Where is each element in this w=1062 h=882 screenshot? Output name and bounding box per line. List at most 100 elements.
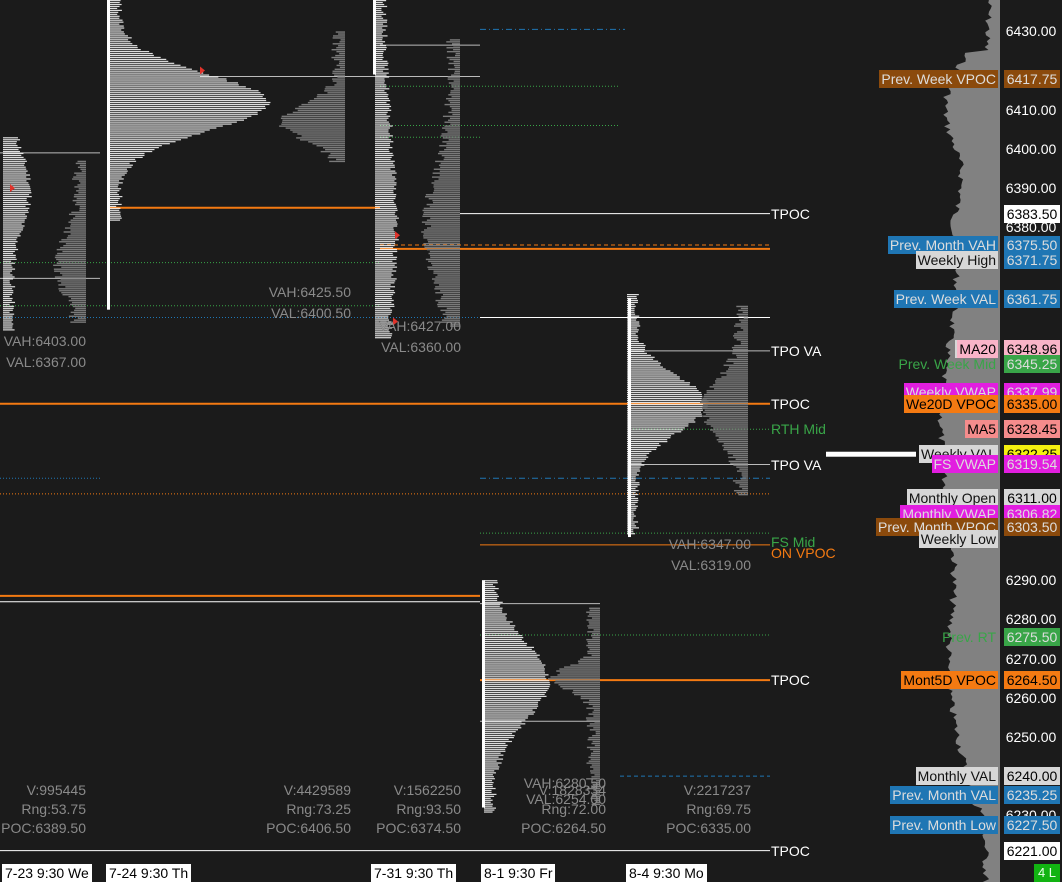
volume-row [580, 658, 600, 660]
volume-row [733, 490, 748, 492]
volume-row [432, 172, 460, 174]
session-tab-8-1[interactable]: 8-1 9:30 Fr [481, 864, 556, 882]
session-tab-7-31[interactable]: 7-31 9:30 Th [371, 864, 457, 882]
volume-row [442, 127, 460, 129]
tpo-row [3, 231, 22, 233]
tpo-row [110, 182, 123, 184]
tpo-row [3, 295, 10, 298]
volume-row [425, 258, 460, 261]
volume-row [736, 339, 748, 341]
volume-row [710, 425, 748, 427]
volume-row [81, 170, 86, 172]
volume-row [586, 778, 600, 780]
volume-row [727, 450, 748, 453]
tpo-row [3, 194, 30, 196]
session-tab-8-4[interactable]: 8-4 9:30 Mo [626, 864, 707, 882]
volume-row [592, 784, 600, 786]
tpo-row [375, 158, 391, 160]
volume-row [727, 358, 748, 361]
tpo-row [110, 96, 263, 98]
tpo-row [375, 211, 396, 213]
tpo-row [110, 25, 124, 27]
volume-row [587, 631, 600, 633]
volume-row [570, 664, 600, 666]
tpo-row [3, 205, 26, 207]
tpo-row [375, 246, 394, 249]
volume-row [437, 305, 460, 308]
tpo-row [375, 3, 385, 6]
volume-row [592, 793, 600, 796]
tpo-row [110, 196, 123, 198]
tpo-row [375, 160, 395, 162]
volume-row [54, 256, 86, 259]
tpo-row [3, 160, 27, 162]
tpo-row [484, 611, 503, 613]
volume-row [60, 246, 86, 249]
volume-row [451, 84, 460, 86]
volume-row [699, 401, 748, 404]
status-4l-button[interactable]: 4 L [1034, 864, 1060, 882]
tpo-row [3, 196, 32, 198]
volume-row [423, 237, 460, 239]
tpo-row [3, 178, 31, 180]
price-axis-label: 6430.00 [1005, 23, 1057, 40]
tpo-row [3, 327, 13, 329]
tpo-row [375, 76, 390, 78]
volume-row [709, 417, 748, 419]
volume-row [716, 378, 748, 380]
chart-annotation: RTH Mid [771, 421, 826, 438]
tpo-row [375, 101, 387, 104]
tpo-row [110, 84, 239, 86]
tpo-row [627, 501, 638, 503]
price-axis-label: 6270.00 [1005, 650, 1057, 667]
tpo-row [375, 117, 389, 119]
volume-row [588, 736, 600, 739]
volume-row [325, 86, 345, 88]
volume-row [723, 446, 748, 449]
session-volume: V:1828334 [538, 782, 606, 798]
volume-row [300, 139, 345, 141]
session-tab-7-23[interactable]: 7-23 9:30 We [2, 864, 92, 882]
tpo-row [375, 11, 384, 13]
price-level-tag: 6335.00 [1004, 394, 1060, 413]
volume-row [433, 184, 460, 186]
tpo-row [627, 484, 640, 486]
volume-row [592, 735, 600, 737]
tpo-row [110, 90, 259, 92]
volume-row [587, 650, 600, 653]
tpo-row [375, 82, 385, 84]
volume-row [320, 150, 345, 153]
volume-row [592, 740, 600, 743]
volume-row [76, 174, 86, 176]
tpo-row [627, 393, 702, 396]
volume-row [740, 321, 748, 323]
tpo-row [627, 488, 636, 490]
tpo-row [375, 23, 384, 25]
tpo-row [110, 94, 265, 96]
tpo-row [375, 88, 390, 90]
volume-row [590, 754, 600, 756]
tpo-row [375, 80, 385, 82]
tpo-row [3, 290, 14, 292]
volume-row [593, 629, 600, 631]
tpo-row [627, 341, 639, 343]
volume-row [428, 260, 460, 263]
price-level-tag: 6275.50 [1004, 628, 1060, 646]
volume-row [583, 656, 600, 658]
tpo-row [375, 282, 395, 284]
volume-row [560, 686, 600, 688]
tpo-row [484, 674, 549, 676]
volume-row [427, 239, 460, 241]
volume-row [432, 264, 460, 266]
volume-row [591, 776, 600, 778]
tpo-row [110, 166, 132, 168]
volume-row [428, 252, 460, 255]
session-tab-7-24[interactable]: 7-24 9:30 Th [106, 864, 192, 882]
tpo-row [110, 92, 261, 94]
volume-row [316, 96, 345, 98]
tpo-row [627, 495, 636, 498]
volume-row [54, 270, 86, 272]
tpo-row [627, 331, 639, 333]
tpo-row [110, 207, 121, 209]
